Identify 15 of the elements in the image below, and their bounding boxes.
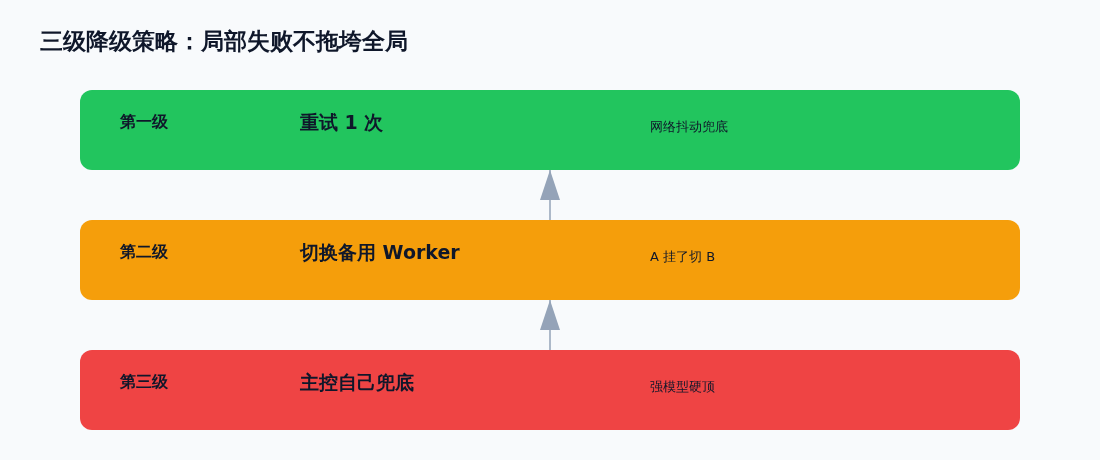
title: 三级降级策略：局部失败不拖垮全局 — [40, 27, 408, 56]
strategy-note: 强模型硬顶 — [650, 378, 715, 396]
strategy-note: 网络抖动兜底 — [650, 118, 728, 136]
up-arrow — [540, 299, 560, 351]
strategy-note: A 挂了切 B — [650, 248, 716, 266]
level-label: 第一级 — [120, 112, 168, 133]
strategy-title: 切换备用 Worker — [300, 240, 460, 265]
level-band — [80, 220, 1020, 300]
up-arrow — [540, 169, 560, 221]
level-band — [80, 90, 1020, 170]
strategy-title: 重试 1 次 — [300, 110, 384, 135]
level-label: 第二级 — [120, 242, 168, 263]
level-label: 第三级 — [120, 372, 168, 393]
strategy-title: 主控自己兜底 — [300, 370, 414, 395]
level-band — [80, 350, 1020, 430]
